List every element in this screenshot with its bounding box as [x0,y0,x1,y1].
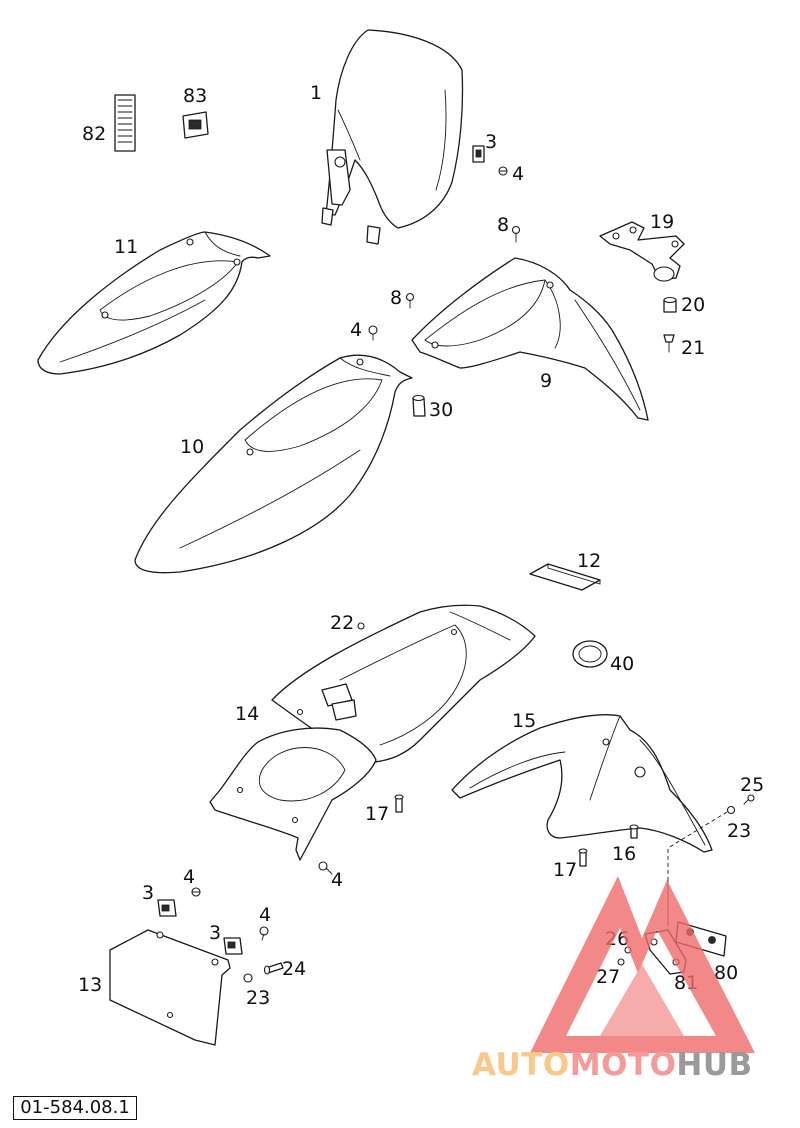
callout-11: 11 [114,236,138,258]
callout-15: 15 [512,710,536,732]
callout-10: 10 [180,436,204,458]
part-83-label [182,111,209,139]
callout-4: 4 [512,163,524,185]
screw-4-a [191,887,201,897]
rear-fender-15 [451,714,713,853]
callout-22: 22 [330,612,354,634]
callout-8: 8 [497,214,509,236]
bushing-20 [663,296,677,313]
callout-9: 9 [540,370,552,392]
callout-21: 21 [681,337,705,359]
screw-17-b [578,848,588,867]
bracket-19 [599,221,685,282]
automotohub-watermark: AUTOMOTOHUB [472,876,755,1083]
clip-3-a [157,899,177,917]
callout-30: 30 [429,399,453,421]
part-82-grille [114,94,136,152]
front-fender-10 [134,354,413,574]
washer-23-a [726,805,736,815]
callout-82: 82 [82,123,106,145]
front-fender-9 [411,257,649,421]
front-fender-11 [37,231,271,375]
screw-17-a [394,794,404,813]
callout-4-c: 4 [331,869,343,891]
callout-3: 3 [485,131,497,153]
callout-20: 20 [681,294,705,316]
callout-23: 23 [727,820,751,842]
screw-21 [663,334,675,353]
screw-8-a [511,225,521,243]
screw-16 [629,824,639,839]
callout-19: 19 [650,211,674,233]
rear-fender-14 [209,604,536,861]
grommet-40 [572,640,608,668]
callout-17: 17 [365,803,389,825]
callout-80: 80 [714,962,738,984]
callout-24: 24 [282,958,306,980]
callout-8-b: 8 [390,287,402,309]
screw-4-lower [318,861,333,875]
callout-14: 14 [235,703,259,725]
watermark-moto: MOTO [570,1047,677,1083]
clip-3-b [223,937,243,955]
callout-23-b: 23 [246,987,270,1009]
callout-12: 12 [577,550,601,572]
callout-25: 25 [740,774,764,796]
watermark-auto: AUTO [472,1047,570,1083]
mud-flap-13 [109,929,231,1046]
clip-3-top [472,145,485,163]
screw-24 [263,962,284,975]
callout-16: 16 [612,843,636,865]
spacer-30 [412,394,426,417]
callout-3-c: 3 [209,922,221,944]
callout-4-d: 4 [183,866,195,888]
washer-23-b [243,973,253,983]
callout-27: 27 [596,966,620,988]
callout-3-b: 3 [142,882,154,904]
headlight-mask [321,29,464,245]
screw-4-b [259,926,269,941]
rivet-22 [357,622,365,630]
screw-4-mid [368,325,378,341]
callout-1: 1 [310,82,322,104]
screw-25 [743,794,755,805]
watermark-triangle-logo [530,876,755,1053]
watermark-text: AUTOMOTOHUB [472,1047,753,1083]
callout-13: 13 [78,974,102,996]
callout-83: 83 [183,85,207,107]
callout-4-b: 4 [350,319,362,341]
callout-40: 40 [610,653,634,675]
callout-4-e: 4 [259,904,271,926]
pad-12 [529,563,601,591]
callout-17-b: 17 [553,859,577,881]
diagram-reference-code: 01-584.08.1 [13,1096,137,1120]
watermark-hub: HUB [676,1047,752,1083]
screw-8-b [405,292,415,309]
screw-4-top [498,166,508,176]
